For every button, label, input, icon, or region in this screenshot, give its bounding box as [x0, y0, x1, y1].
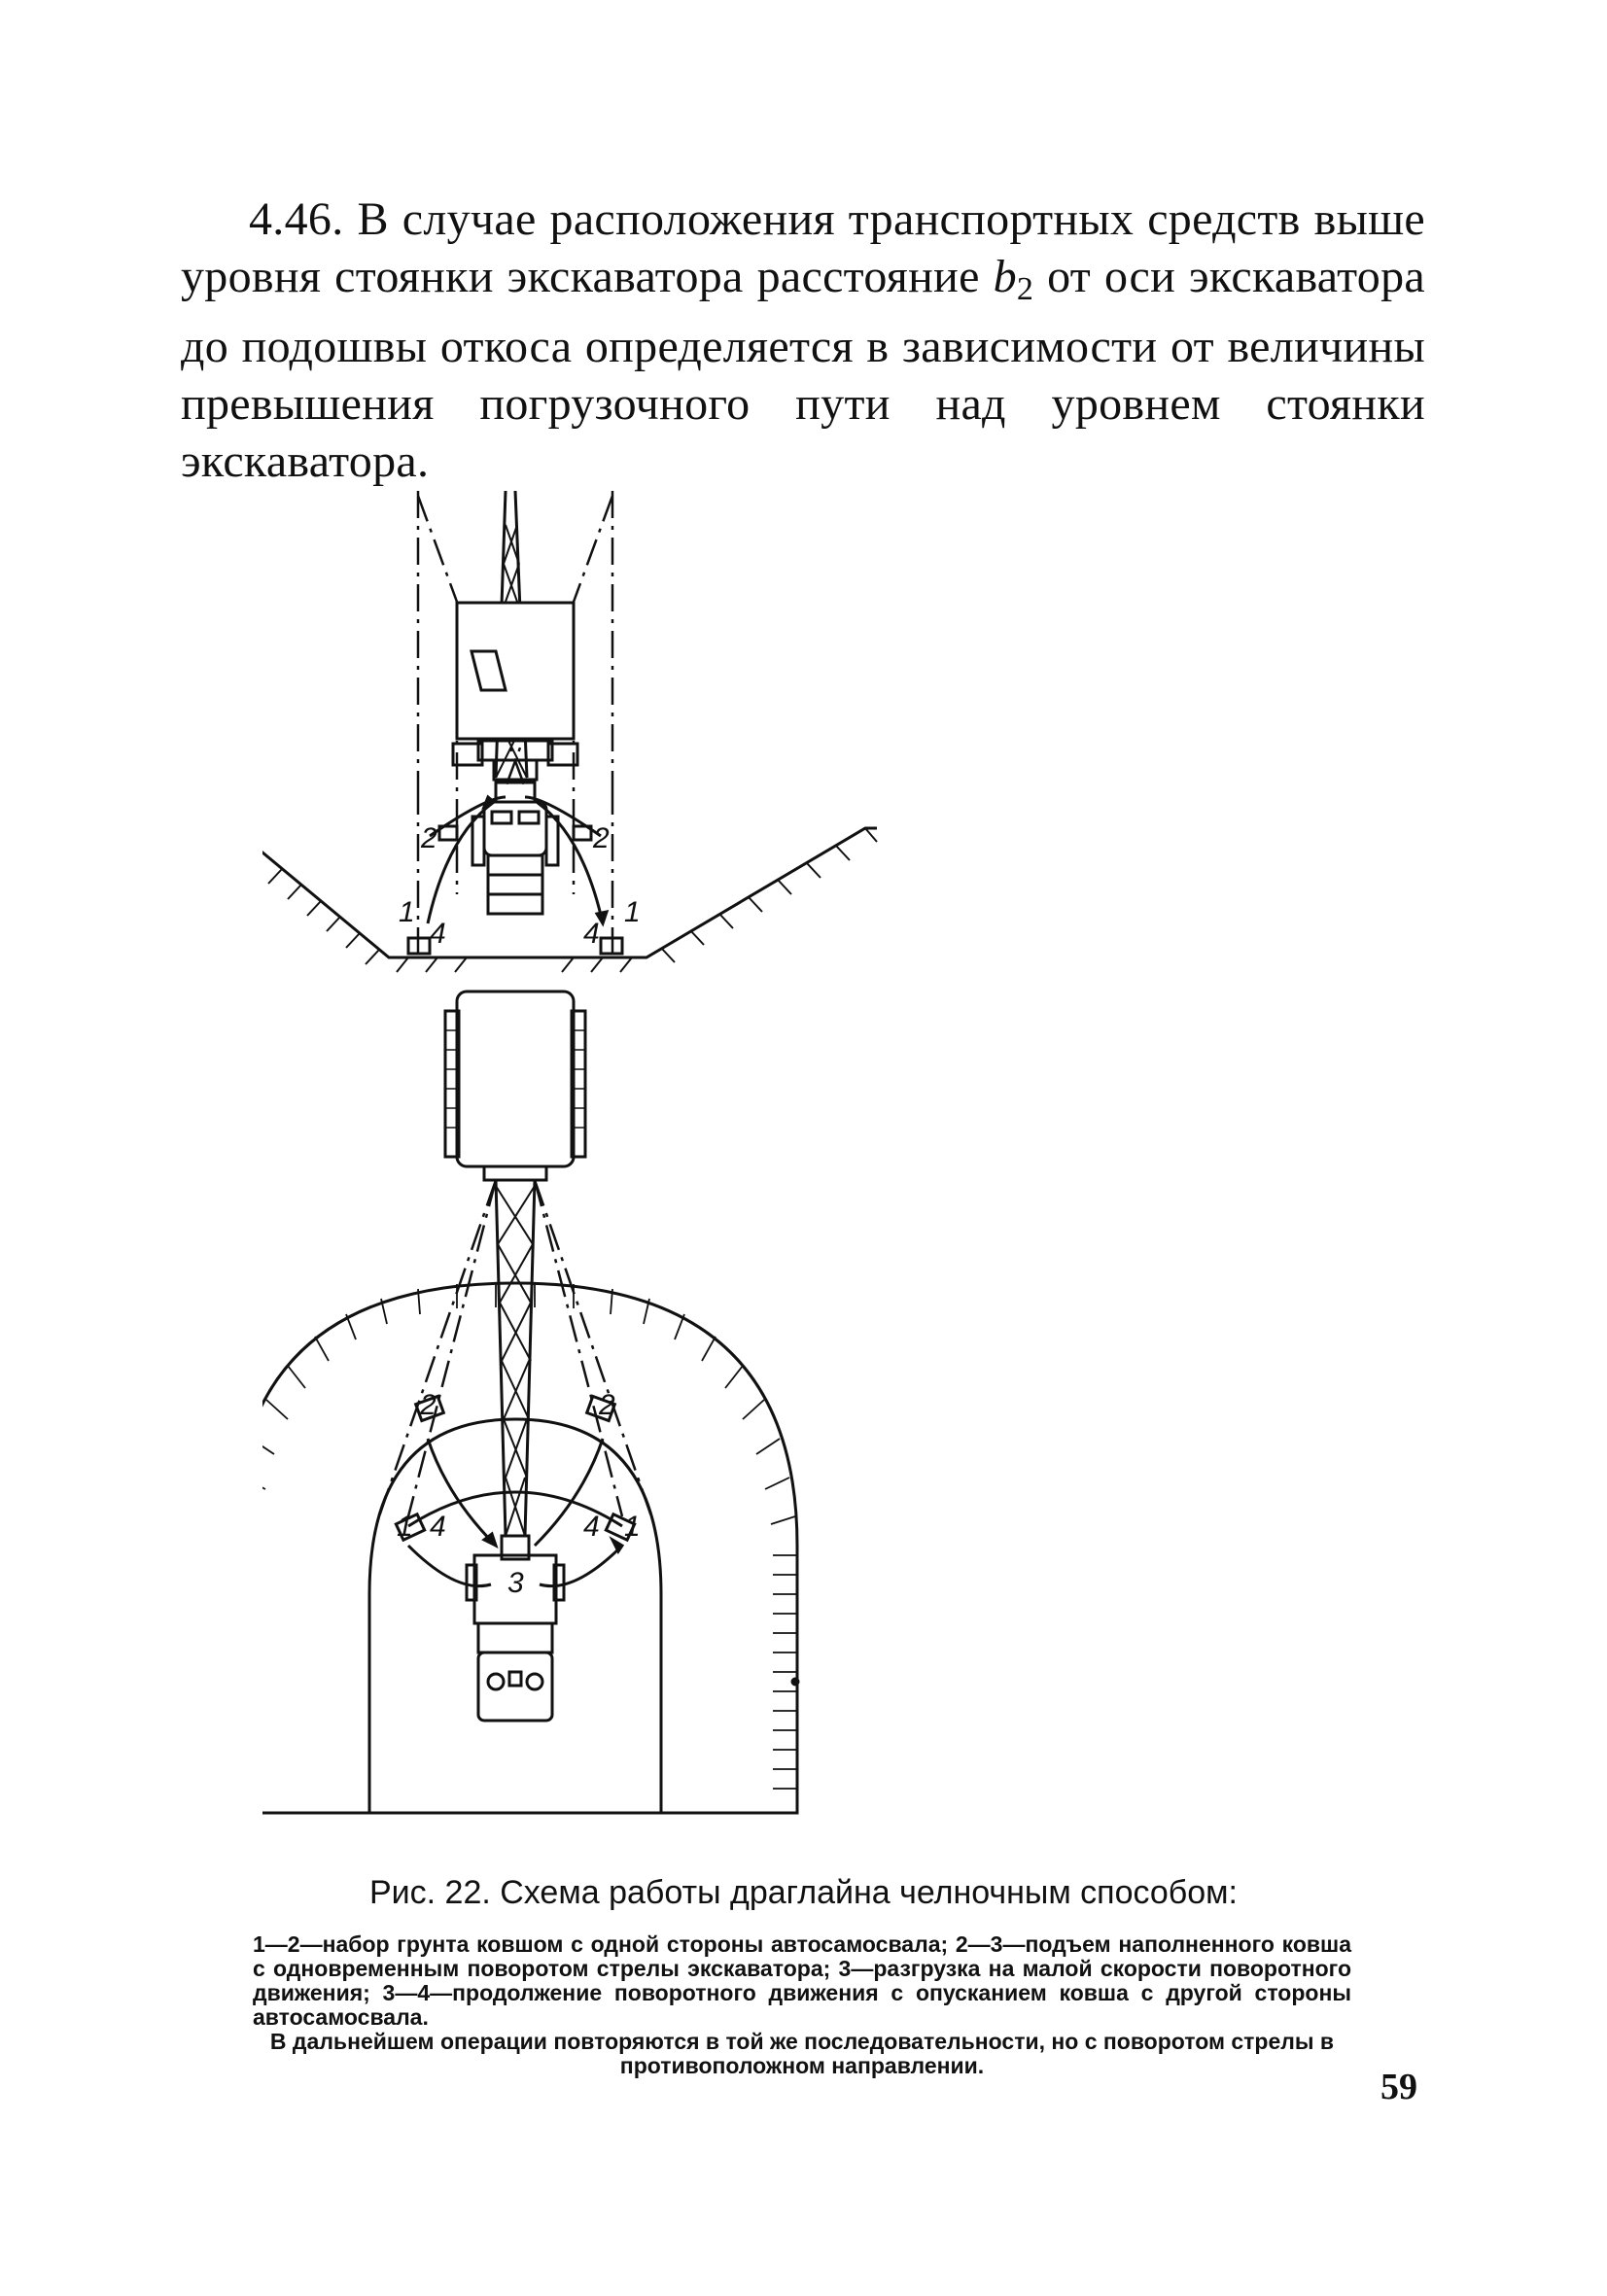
label-1-lower-left: 1 — [397, 1511, 413, 1543]
figure-caption-body: 1—2—набор грунта ковшом с одной стороны … — [253, 1932, 1351, 2078]
label-4-lower-left: 4 — [430, 1511, 446, 1543]
body-paragraph: 4.46. В случае расположения транспортных… — [181, 191, 1425, 490]
variable-b: b — [993, 251, 1017, 302]
dragline-scheme-figure: 2 2 1 1 4 4 2 2 1 1 4 4 3 — [192, 467, 1342, 1847]
label-4-lower-right: 4 — [583, 1511, 600, 1543]
label-2-lower-right: 2 — [598, 1389, 615, 1421]
label-1-lower-right: 1 — [624, 1511, 641, 1543]
caption-body-text: 1—2—набор грунта ковшом с одной стороны … — [253, 1931, 1351, 2030]
label-3-lower: 3 — [507, 1567, 524, 1599]
page-number: 59 — [1380, 2067, 1417, 2107]
variable-subscript: 2 — [1016, 271, 1034, 307]
figure-caption-title: Рис. 22. Схема работы драглайна челночны… — [368, 1874, 1238, 1911]
label-1-upper-left: 1 — [399, 896, 415, 928]
label-2-lower-left: 2 — [419, 1389, 437, 1421]
paragraph-text-after: от оси экскаватора до подошвы откоса опр… — [181, 251, 1425, 487]
label-4-upper-right: 4 — [583, 918, 600, 950]
caption-body-last: В дальнейшем операции повторяются в той … — [269, 2029, 1335, 2078]
label-2-upper-left: 2 — [420, 822, 437, 854]
label-1-upper-right: 1 — [624, 896, 641, 928]
label-2-upper-right: 2 — [592, 822, 610, 854]
label-4-upper-left: 4 — [430, 918, 446, 950]
paragraph-text-before: 4.46. В случае расположения транспортных… — [181, 193, 1425, 302]
